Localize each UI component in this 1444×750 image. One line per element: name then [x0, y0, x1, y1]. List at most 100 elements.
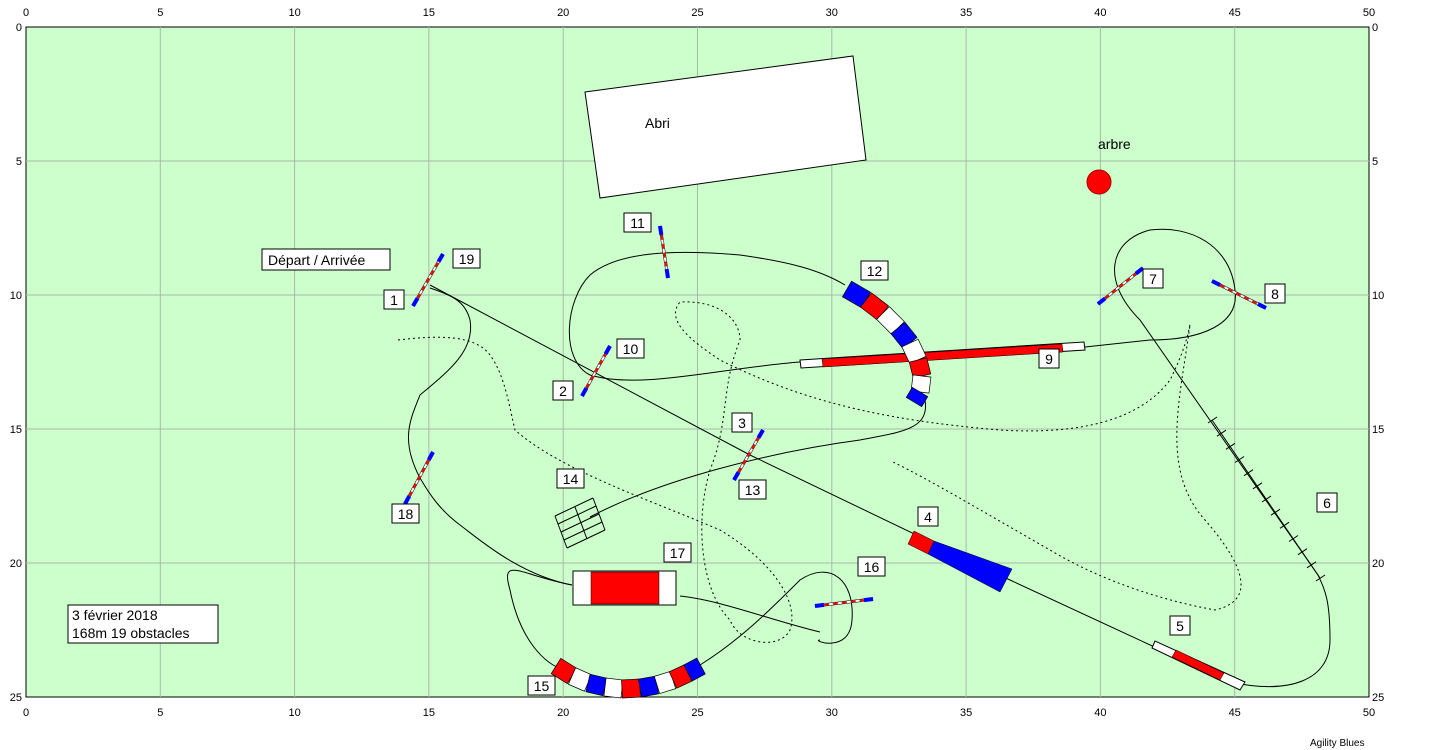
x-tick-top: 35: [960, 7, 972, 19]
obstacle-number-text: 14: [563, 471, 579, 487]
course-date: 3 février 2018: [72, 607, 158, 623]
obstacle-number-3: 3: [731, 412, 753, 433]
obstacle-number-text: 11: [630, 215, 645, 231]
obstacle-17-tunnel: [572, 570, 677, 606]
x-tick-top: 50: [1363, 7, 1375, 19]
obstacle-number-text: 12: [867, 263, 883, 279]
obstacle-14-tire: [554, 497, 606, 549]
obstacle-number-16: 16: [857, 556, 886, 577]
x-tick-bottom: 20: [557, 707, 569, 719]
obstacle-number-text: 18: [398, 506, 414, 522]
obstacle-number-13: 13: [738, 479, 767, 500]
jump-wing: [426, 451, 435, 461]
x-tick-bottom: 40: [1094, 707, 1106, 719]
jump-wing: [756, 428, 765, 439]
obstacle-number-text: 6: [1323, 495, 1331, 511]
obstacle-number-text: 16: [864, 559, 880, 575]
x-tick-bottom: 25: [691, 707, 703, 719]
obstacle-9-dogwalk: [799, 341, 1086, 369]
jump-wing: [814, 602, 825, 608]
obstacle-number-4: 4: [917, 506, 939, 527]
x-tick-top: 40: [1094, 7, 1106, 19]
weave-pole: [1225, 442, 1236, 450]
x-tick-bottom: 35: [960, 707, 972, 719]
jump-wing: [403, 495, 412, 505]
y-tick-left: 20: [10, 558, 22, 570]
y-tick-left: 10: [10, 290, 22, 302]
tunnel-segments: [842, 280, 932, 408]
course-info-box: 3 février 2018 168m 19 obstacles: [67, 604, 219, 644]
y-tick-left: 0: [16, 22, 22, 34]
weave-pole-ticks: [1207, 416, 1326, 582]
x-tick-bottom: 5: [157, 707, 163, 719]
obstacle-number-text: 15: [534, 678, 550, 694]
x-tick-top: 10: [288, 7, 300, 19]
y-tick-right: 25: [1372, 692, 1384, 704]
obstacle-4-tunnel: [907, 530, 1013, 593]
jump-wing: [603, 345, 612, 355]
obstacle-number-10: 10: [616, 338, 645, 359]
weave-pole: [1315, 574, 1326, 582]
jump-wing: [1134, 266, 1145, 276]
jump-wing: [1257, 302, 1267, 310]
x-tick-top: 30: [826, 7, 838, 19]
x-tick-top: 0: [23, 7, 29, 19]
obstacle-5-seesaw: [1151, 640, 1246, 691]
y-tick-left: 15: [10, 424, 22, 436]
obstacle-number-1: 1: [383, 289, 405, 310]
obstacle-number-2: 2: [552, 380, 574, 401]
weave-pole: [1207, 416, 1218, 424]
obstacle-number-text: 7: [1149, 271, 1157, 287]
y-tick-right: 10: [1372, 290, 1384, 302]
obstacle-number-7: 7: [1142, 268, 1164, 289]
weave-pole: [1306, 561, 1317, 569]
axis-ticks: 0055101015152020252530303535404045455050…: [10, 7, 1385, 719]
course-summary: 168m 19 obstacles: [72, 625, 190, 641]
weave-pole: [1216, 429, 1227, 437]
tree-icon: [1086, 169, 1112, 195]
obstacle-number-text: 2: [559, 383, 567, 399]
y-tick-left: 5: [16, 156, 22, 168]
jump-bar: [411, 253, 445, 307]
jump-wing: [658, 225, 664, 236]
jump-wing: [664, 268, 670, 279]
handler-path: [397, 301, 1242, 643]
y-tick-left: 25: [10, 692, 22, 704]
obstacle-number-15: 15: [527, 675, 556, 696]
weave-pole: [1297, 548, 1308, 556]
obstacle-number-text: 1: [390, 292, 398, 308]
x-tick-bottom: 45: [1229, 707, 1241, 719]
weave-pole: [1234, 456, 1245, 463]
jump-bar: [732, 428, 765, 482]
shelter: [584, 55, 867, 199]
obstacle-number-6: 6: [1316, 492, 1338, 513]
y-tick-right: 0: [1372, 22, 1378, 34]
curved-tunnels: [550, 280, 932, 699]
jump-wing: [436, 253, 445, 263]
x-tick-top: 5: [157, 7, 163, 19]
jump-wing: [580, 387, 589, 397]
obstacle-number-9: 9: [1038, 348, 1060, 369]
credit-label: Agility Blues: [1310, 738, 1364, 749]
tree-label: arbre: [1098, 136, 1131, 152]
obstacle-number-14: 14: [556, 468, 585, 489]
start-finish-box: Départ / Arrivée: [261, 248, 391, 271]
x-tick-bottom: 30: [826, 707, 838, 719]
x-tick-top: 20: [557, 7, 569, 19]
obstacle-number-18: 18: [391, 503, 420, 524]
weave-pole: [1252, 482, 1263, 490]
obstacle-number-text: 8: [1271, 286, 1279, 302]
jump-bar: [814, 597, 874, 608]
obstacle-number-text: 9: [1045, 351, 1053, 367]
jump-bar: [1211, 279, 1267, 310]
weave-pole: [1288, 535, 1299, 542]
jump-wing: [1211, 279, 1221, 287]
jump-bar: [403, 451, 435, 505]
obstacle-number-text: 5: [1176, 618, 1184, 634]
jumps: [403, 225, 1267, 608]
obstacle-number-text: 10: [623, 341, 639, 357]
jump-bar: [658, 225, 670, 279]
obstacle-number-17: 17: [663, 542, 692, 563]
